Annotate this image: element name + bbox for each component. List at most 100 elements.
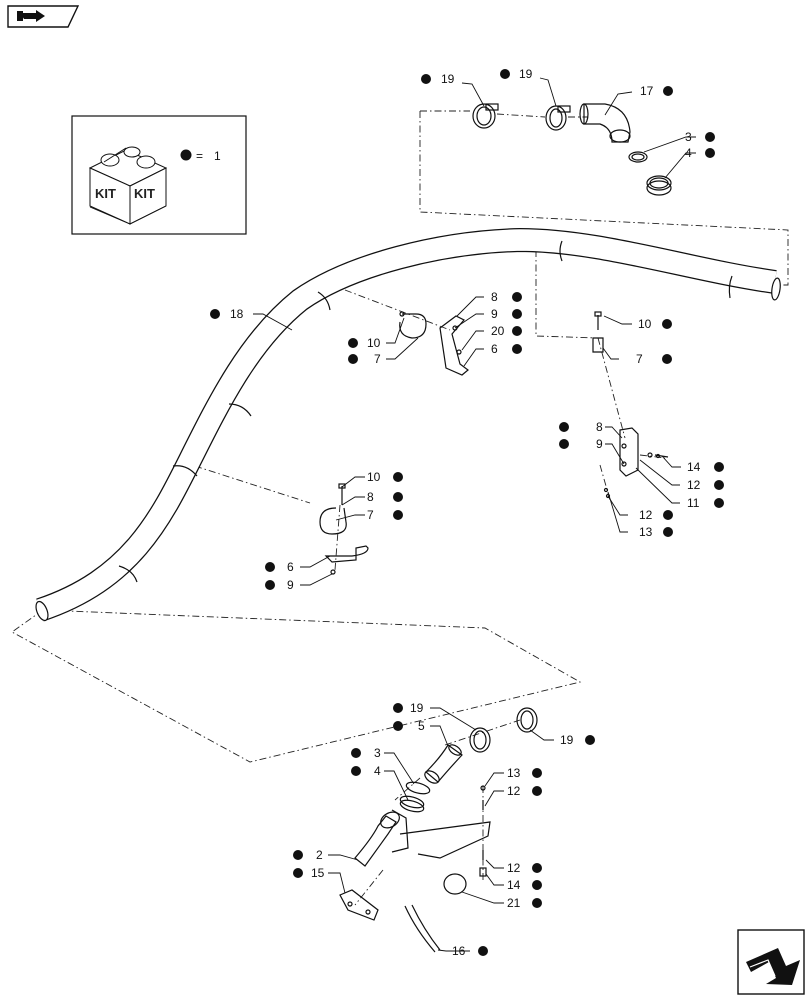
callout-label-c7a: 7 [374, 352, 381, 366]
callout-label-c7c: 7 [367, 508, 374, 522]
bracket-lower-6 [324, 545, 369, 575]
callout-bullet-c8a [512, 292, 522, 302]
callout-label-c10b: 10 [638, 317, 652, 331]
callout-bullet-c7c [393, 510, 403, 520]
bottom-o-ring-21 [443, 873, 467, 895]
kit-legend-box: KIT KIT = 1 [71, 115, 247, 235]
callout-bullet-c9b [559, 439, 569, 449]
callout-bullet-c4b [351, 766, 361, 776]
callout-bullet-c21 [532, 898, 542, 908]
book-arrow-icon[interactable] [7, 5, 80, 28]
callout-label-c3b: 3 [374, 746, 381, 760]
legend-bullet [180, 149, 192, 161]
callout-bullet-c10b [662, 319, 672, 329]
legend-value: 1 [214, 149, 221, 163]
strap-upper-7 [592, 337, 604, 353]
callout-bullet-c19b [500, 69, 510, 79]
callout-bullet-c13a [663, 527, 673, 537]
callout-bullet-c7b [662, 354, 672, 364]
callout-label-c15: 15 [311, 866, 325, 880]
callout-bullet-c12a [714, 480, 724, 490]
kit-box-icon: KIT KIT [88, 146, 168, 225]
callout-label-c14b: 14 [507, 878, 521, 892]
callout-label-c18: 18 [230, 307, 244, 321]
callout-bullet-c14a [714, 462, 724, 472]
callout-label-c12d: 12 [507, 861, 521, 875]
callout-label-c7b: 7 [636, 352, 643, 366]
callout-label-c5: 5 [418, 719, 425, 733]
callout-label-c14a: 14 [687, 460, 701, 474]
top-ring-3 [628, 151, 648, 163]
kit-word-left: KIT [95, 186, 116, 201]
callout-bullet-c16 [478, 946, 488, 956]
bottom-bolt [479, 785, 487, 877]
callout-label-c10c: 10 [367, 470, 381, 484]
kit-word-right: KIT [134, 186, 155, 201]
callout-bullet-c8c [393, 492, 403, 502]
callout-label-c13a: 13 [639, 525, 653, 539]
bottom-strap-16 [404, 904, 441, 953]
callout-bullet-c12d [532, 863, 542, 873]
bottom-clamp-19a [469, 727, 491, 753]
bracket-upper-6 [439, 315, 469, 376]
callout-bullets [210, 69, 724, 956]
callout-label-c8c: 8 [367, 490, 374, 504]
callout-label-c19c: 19 [410, 701, 424, 715]
next-page-arrow-icon[interactable] [737, 929, 805, 995]
callout-label-c20: 20 [491, 324, 505, 338]
assembly-lines [11, 110, 789, 906]
callout-label-c21: 21 [507, 896, 521, 910]
callout-bullet-c8b [559, 422, 569, 432]
callout-bullet-c15 [293, 868, 303, 878]
bottom-ring-4 [399, 795, 425, 813]
callout-label-c13b: 13 [507, 766, 521, 780]
callout-label-c6a: 6 [491, 342, 498, 356]
bolt-right [647, 452, 669, 459]
bottom-ring-3 [405, 781, 431, 795]
p-clamp-lower [319, 483, 347, 535]
bottom-elbow-5 [424, 744, 463, 784]
callout-label-c16: 16 [452, 944, 466, 958]
callout-bullet-c13b [532, 768, 542, 778]
callout-label-c9a: 9 [491, 307, 498, 321]
callout-bullet-c5 [393, 721, 403, 731]
callout-label-c19a: 19 [441, 72, 455, 86]
callout-bullet-c4a [705, 148, 715, 158]
callout-bullet-c20 [512, 326, 522, 336]
bottom-clamp-19b [516, 707, 538, 733]
callout-bullet-c9c [265, 580, 275, 590]
callout-bullet-c19a [421, 74, 431, 84]
right-bracket-11 [619, 427, 639, 477]
callout-bullet-c3b [351, 748, 361, 758]
callout-bullet-c17 [663, 86, 673, 96]
callout-label-c6b: 6 [287, 560, 294, 574]
callout-label-c12c: 12 [507, 784, 521, 798]
top-elbow-17 [579, 103, 631, 143]
callout-bullet-c10c [393, 472, 403, 482]
callout-label-c19b: 19 [519, 67, 533, 81]
callout-label-c11: 11 [687, 496, 700, 510]
callout-label-c4a: 4 [685, 146, 692, 160]
p-clamp-upper [399, 311, 427, 339]
top-clamp-19a [472, 103, 499, 129]
leader-lines [253, 77, 696, 952]
callout-bullet-c3a [705, 132, 715, 142]
top-ring-4 [646, 175, 672, 196]
callout-bullet-c11 [714, 498, 724, 508]
callout-bullet-c12b [663, 510, 673, 520]
callout-label-c8a: 8 [491, 290, 498, 304]
top-clamp-19b [545, 105, 571, 131]
callout-label-c10a: 10 [367, 336, 381, 350]
callout-label-c9c: 9 [287, 578, 294, 592]
bottom-pipe-2 [354, 809, 491, 867]
callout-label-c9b: 9 [596, 437, 603, 451]
callout-bullet-c6a [512, 344, 522, 354]
bottom-bracket-15 [339, 889, 379, 921]
callout-bullet-c7a [348, 354, 358, 364]
callout-bullet-c18 [210, 309, 220, 319]
callout-bullet-c19c [393, 703, 403, 713]
callout-label-c12b: 12 [639, 508, 653, 522]
callout-bullet-c6b [265, 562, 275, 572]
